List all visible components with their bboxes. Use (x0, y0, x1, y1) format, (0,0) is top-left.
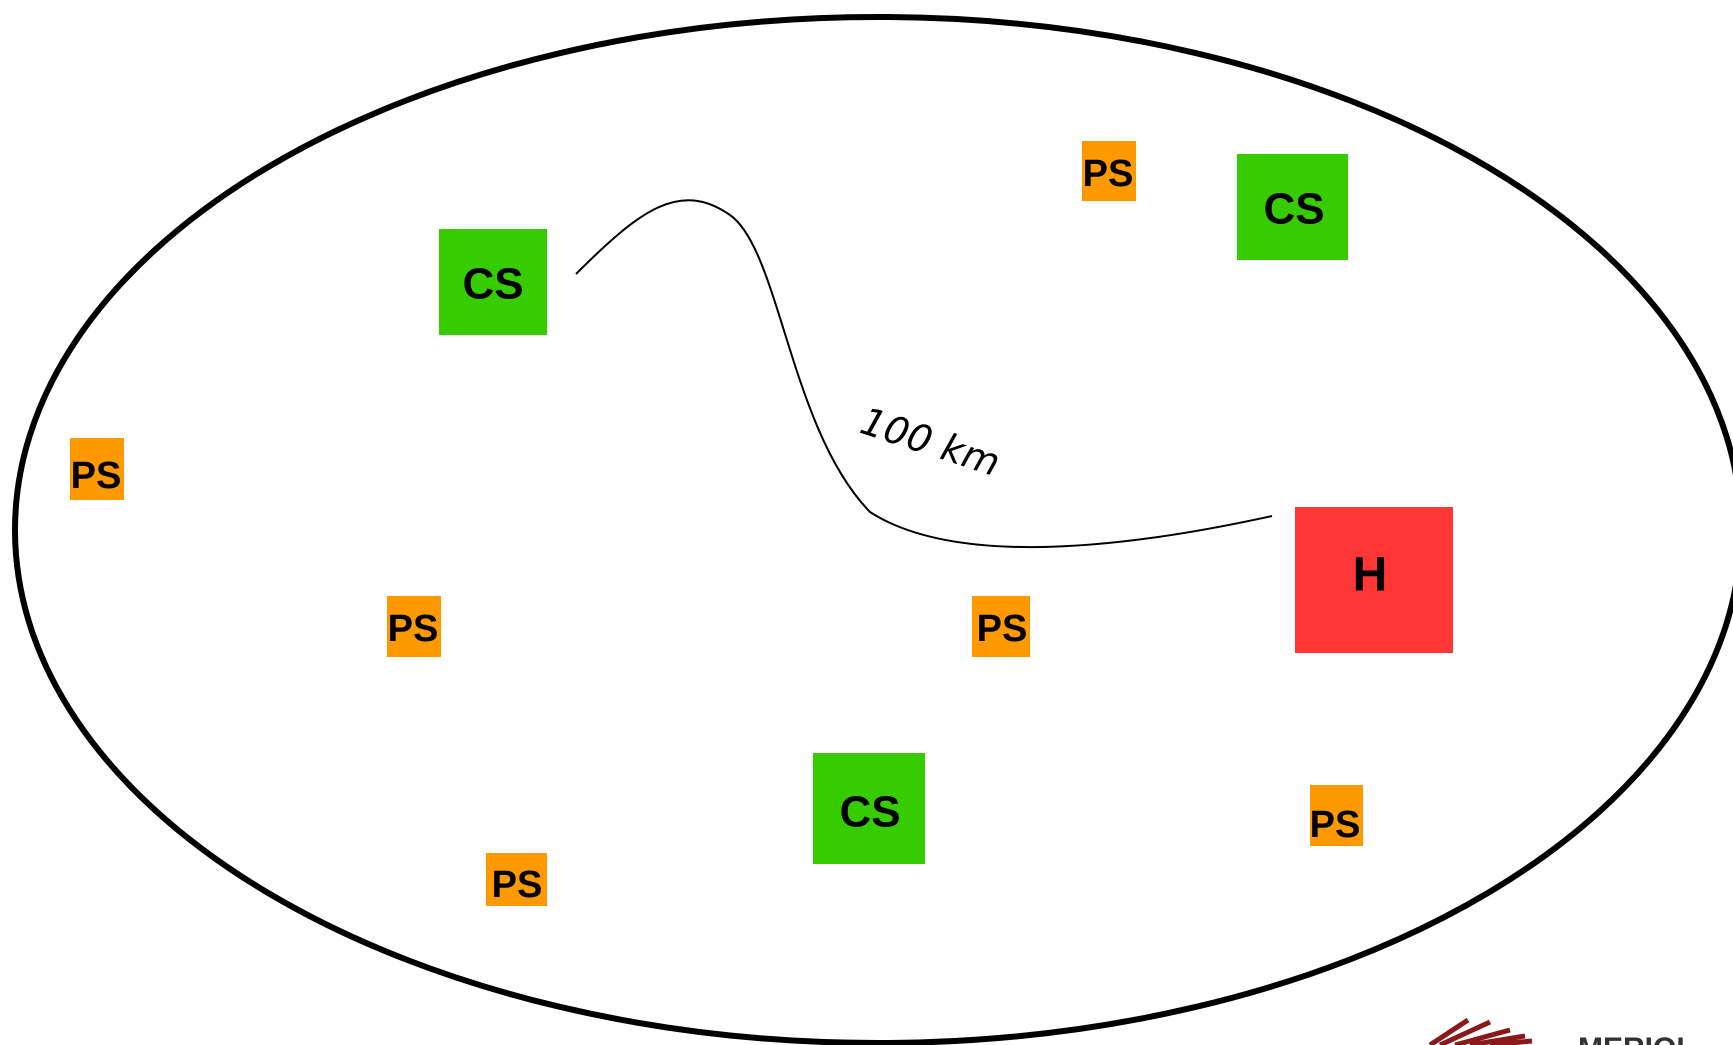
distance-label: 100 km (855, 399, 1005, 485)
peripheral-site-node: PS (486, 853, 547, 906)
peripheral-site-node: PS (1310, 785, 1363, 846)
peripheral-site-node: PS (972, 596, 1030, 657)
region-boundary (12, 14, 1733, 1045)
peripheral-site-box (70, 438, 124, 500)
hub-label: H (1353, 549, 1388, 602)
central-site-box (439, 229, 547, 335)
logo-text: MERIOL (1578, 1032, 1695, 1045)
peripheral-site-label: PS (1083, 153, 1134, 195)
logo: MERIOL (1428, 1017, 1695, 1045)
central-site-label: CS (462, 260, 523, 309)
hub-box (1295, 507, 1453, 653)
central-site-label: CS (839, 788, 900, 837)
central-site-node: CS (1237, 154, 1348, 260)
central-site-box (813, 753, 925, 864)
peripheral-site-box (1310, 785, 1363, 846)
distance-connector-line (575, 199, 1273, 549)
peripheral-site-box (1082, 141, 1136, 201)
central-site-label: CS (1263, 185, 1324, 234)
central-site-box (1237, 154, 1348, 260)
central-site-node: CS (813, 753, 925, 864)
peripheral-site-box (486, 853, 547, 906)
hub-node: H (1295, 507, 1453, 653)
peripheral-site-box (387, 596, 441, 657)
central-site-node: CS (439, 229, 547, 335)
peripheral-site-node: PS (387, 596, 441, 657)
peripheral-site-node: PS (70, 438, 124, 500)
peripheral-site-label: PS (388, 608, 439, 650)
peripheral-site-label: PS (492, 864, 543, 906)
peripheral-site-node: PS (1082, 141, 1136, 201)
peripheral-site-label: PS (71, 455, 122, 497)
peripheral-site-box (972, 596, 1030, 657)
striped-logo-icon (1428, 1017, 1533, 1045)
peripheral-site-label: PS (977, 608, 1028, 650)
peripheral-site-label: PS (1310, 804, 1361, 846)
